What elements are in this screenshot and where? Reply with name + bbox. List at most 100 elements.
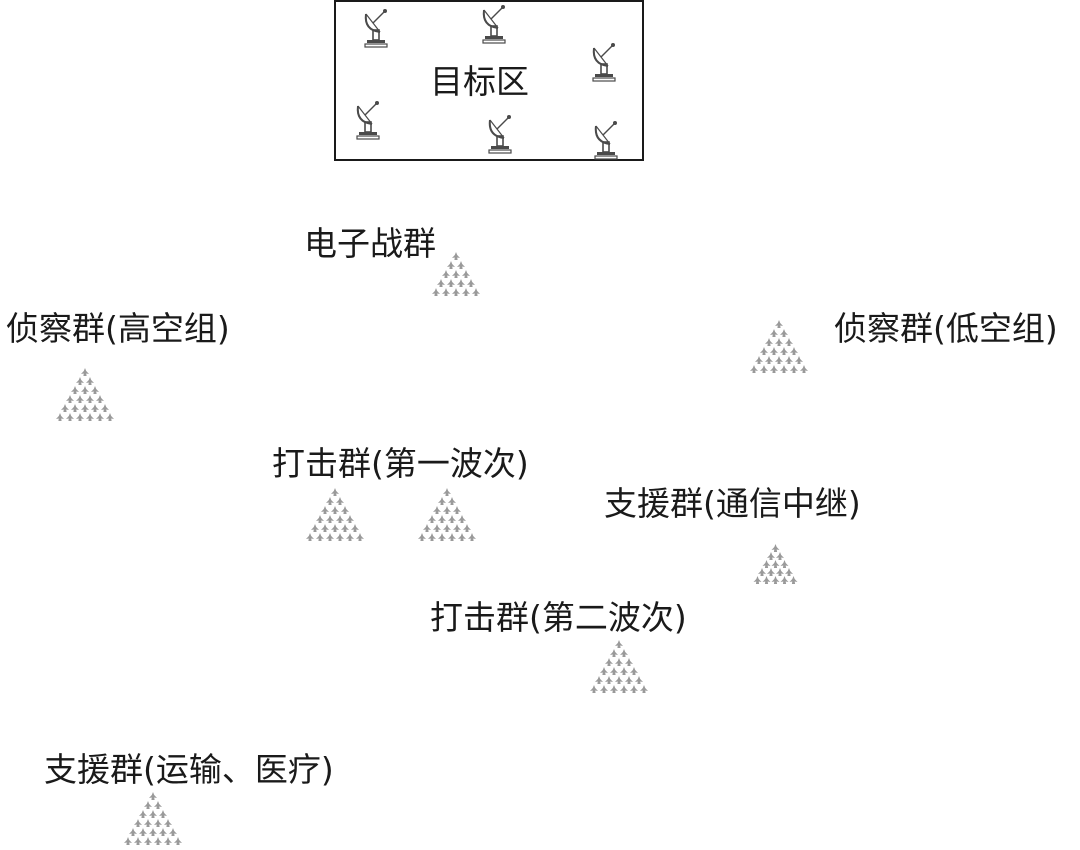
drone-icon [785,338,793,346]
drone-icon [443,524,451,532]
drone-icon [164,837,172,845]
radar-dish-icon [590,118,624,162]
drone-icon [750,365,758,373]
recon-low-drone-swarm [746,320,812,380]
target-zone-label: 目标区 [430,62,529,101]
drone-icon [433,524,441,532]
drone-icon [134,819,142,827]
drone-icon [785,568,793,576]
drone-icon [620,685,628,693]
drone-icon [775,320,783,328]
drone-icon [423,524,431,532]
drone-icon [418,533,426,541]
strike-wave2-drone-swarm [586,640,652,700]
drone-icon [144,801,152,809]
drone-icon [463,524,471,532]
drone-icon [472,288,480,296]
drone-icon [780,560,789,568]
drone-icon [765,356,773,364]
drone-icon [428,533,436,541]
drone-icon [800,365,808,373]
drone-icon [433,506,441,514]
drone-icon [106,413,114,421]
drone-icon [615,640,623,648]
drone-icon [442,270,450,278]
drone-icon [169,828,177,836]
drone-icon [316,515,324,523]
drone-icon [336,515,344,523]
drone-icon [760,365,768,373]
strike-wave2-group-label: 打击群(第二波次) [430,598,687,637]
drone-icon [96,413,104,421]
drone-icon [610,667,618,675]
drone-icon [438,533,446,541]
drone-icon [316,533,324,541]
drone-icon [71,386,79,394]
drone-icon [620,649,628,657]
drone-icon [428,515,436,523]
drone-icon [443,506,451,514]
support-transport-drone-swarm [120,792,186,850]
drone-icon [71,404,79,412]
drone-icon [331,488,339,496]
drone-icon [443,488,451,496]
recon-high-drone-swarm [52,368,118,428]
drone-icon [149,828,157,836]
drone-icon [76,395,84,403]
drone-icon [610,649,618,657]
drone-icon [775,356,783,364]
drone-icon [762,560,771,568]
drone-icon [326,533,334,541]
drone-icon [341,506,349,514]
drone-icon [154,801,162,809]
drone-icon [438,497,446,505]
drone-icon [467,279,475,287]
drone-icon [610,685,618,693]
drone-icon [780,576,789,584]
radar-dish-icon [588,40,622,84]
target-zone-box: 目标区 [334,0,644,161]
drone-icon [66,413,74,421]
drone-icon [615,658,623,666]
drone-icon [795,356,803,364]
drone-icon [149,810,157,818]
drone-icon [630,667,638,675]
drone-icon [432,288,440,296]
drone-icon [76,413,84,421]
drone-icon [590,685,598,693]
drone-icon [776,568,784,576]
drone-icon [458,515,466,523]
drone-icon [767,568,775,576]
drone-icon [56,413,64,421]
drone-icon [76,377,84,385]
ew-drone-swarm [428,252,484,303]
drone-icon [762,576,771,584]
drone-icon [86,377,94,385]
drone-icon [346,515,354,523]
drone-icon [91,404,99,412]
drone-icon [755,356,763,364]
drone-icon [61,404,69,412]
drone-icon [452,270,460,278]
drone-icon [447,261,455,269]
drone-icon [780,365,788,373]
drone-icon [448,497,456,505]
drone-icon [86,395,94,403]
drone-icon [760,347,768,355]
drone-icon [453,524,461,532]
drone-icon [775,338,783,346]
drone-icon [600,667,608,675]
radar-dish-icon [352,98,386,142]
drone-icon [81,386,89,394]
drone-icon [462,288,470,296]
drone-icon [770,365,778,373]
drone-icon [154,837,162,845]
drone-icon [776,552,784,560]
recon-low-group-label: 侦察群(低空组) [834,309,1058,348]
drone-icon [620,667,628,675]
drone-icon [625,676,633,684]
drone-icon [600,685,608,693]
drone-icon [458,533,466,541]
drone-icon [448,515,456,523]
